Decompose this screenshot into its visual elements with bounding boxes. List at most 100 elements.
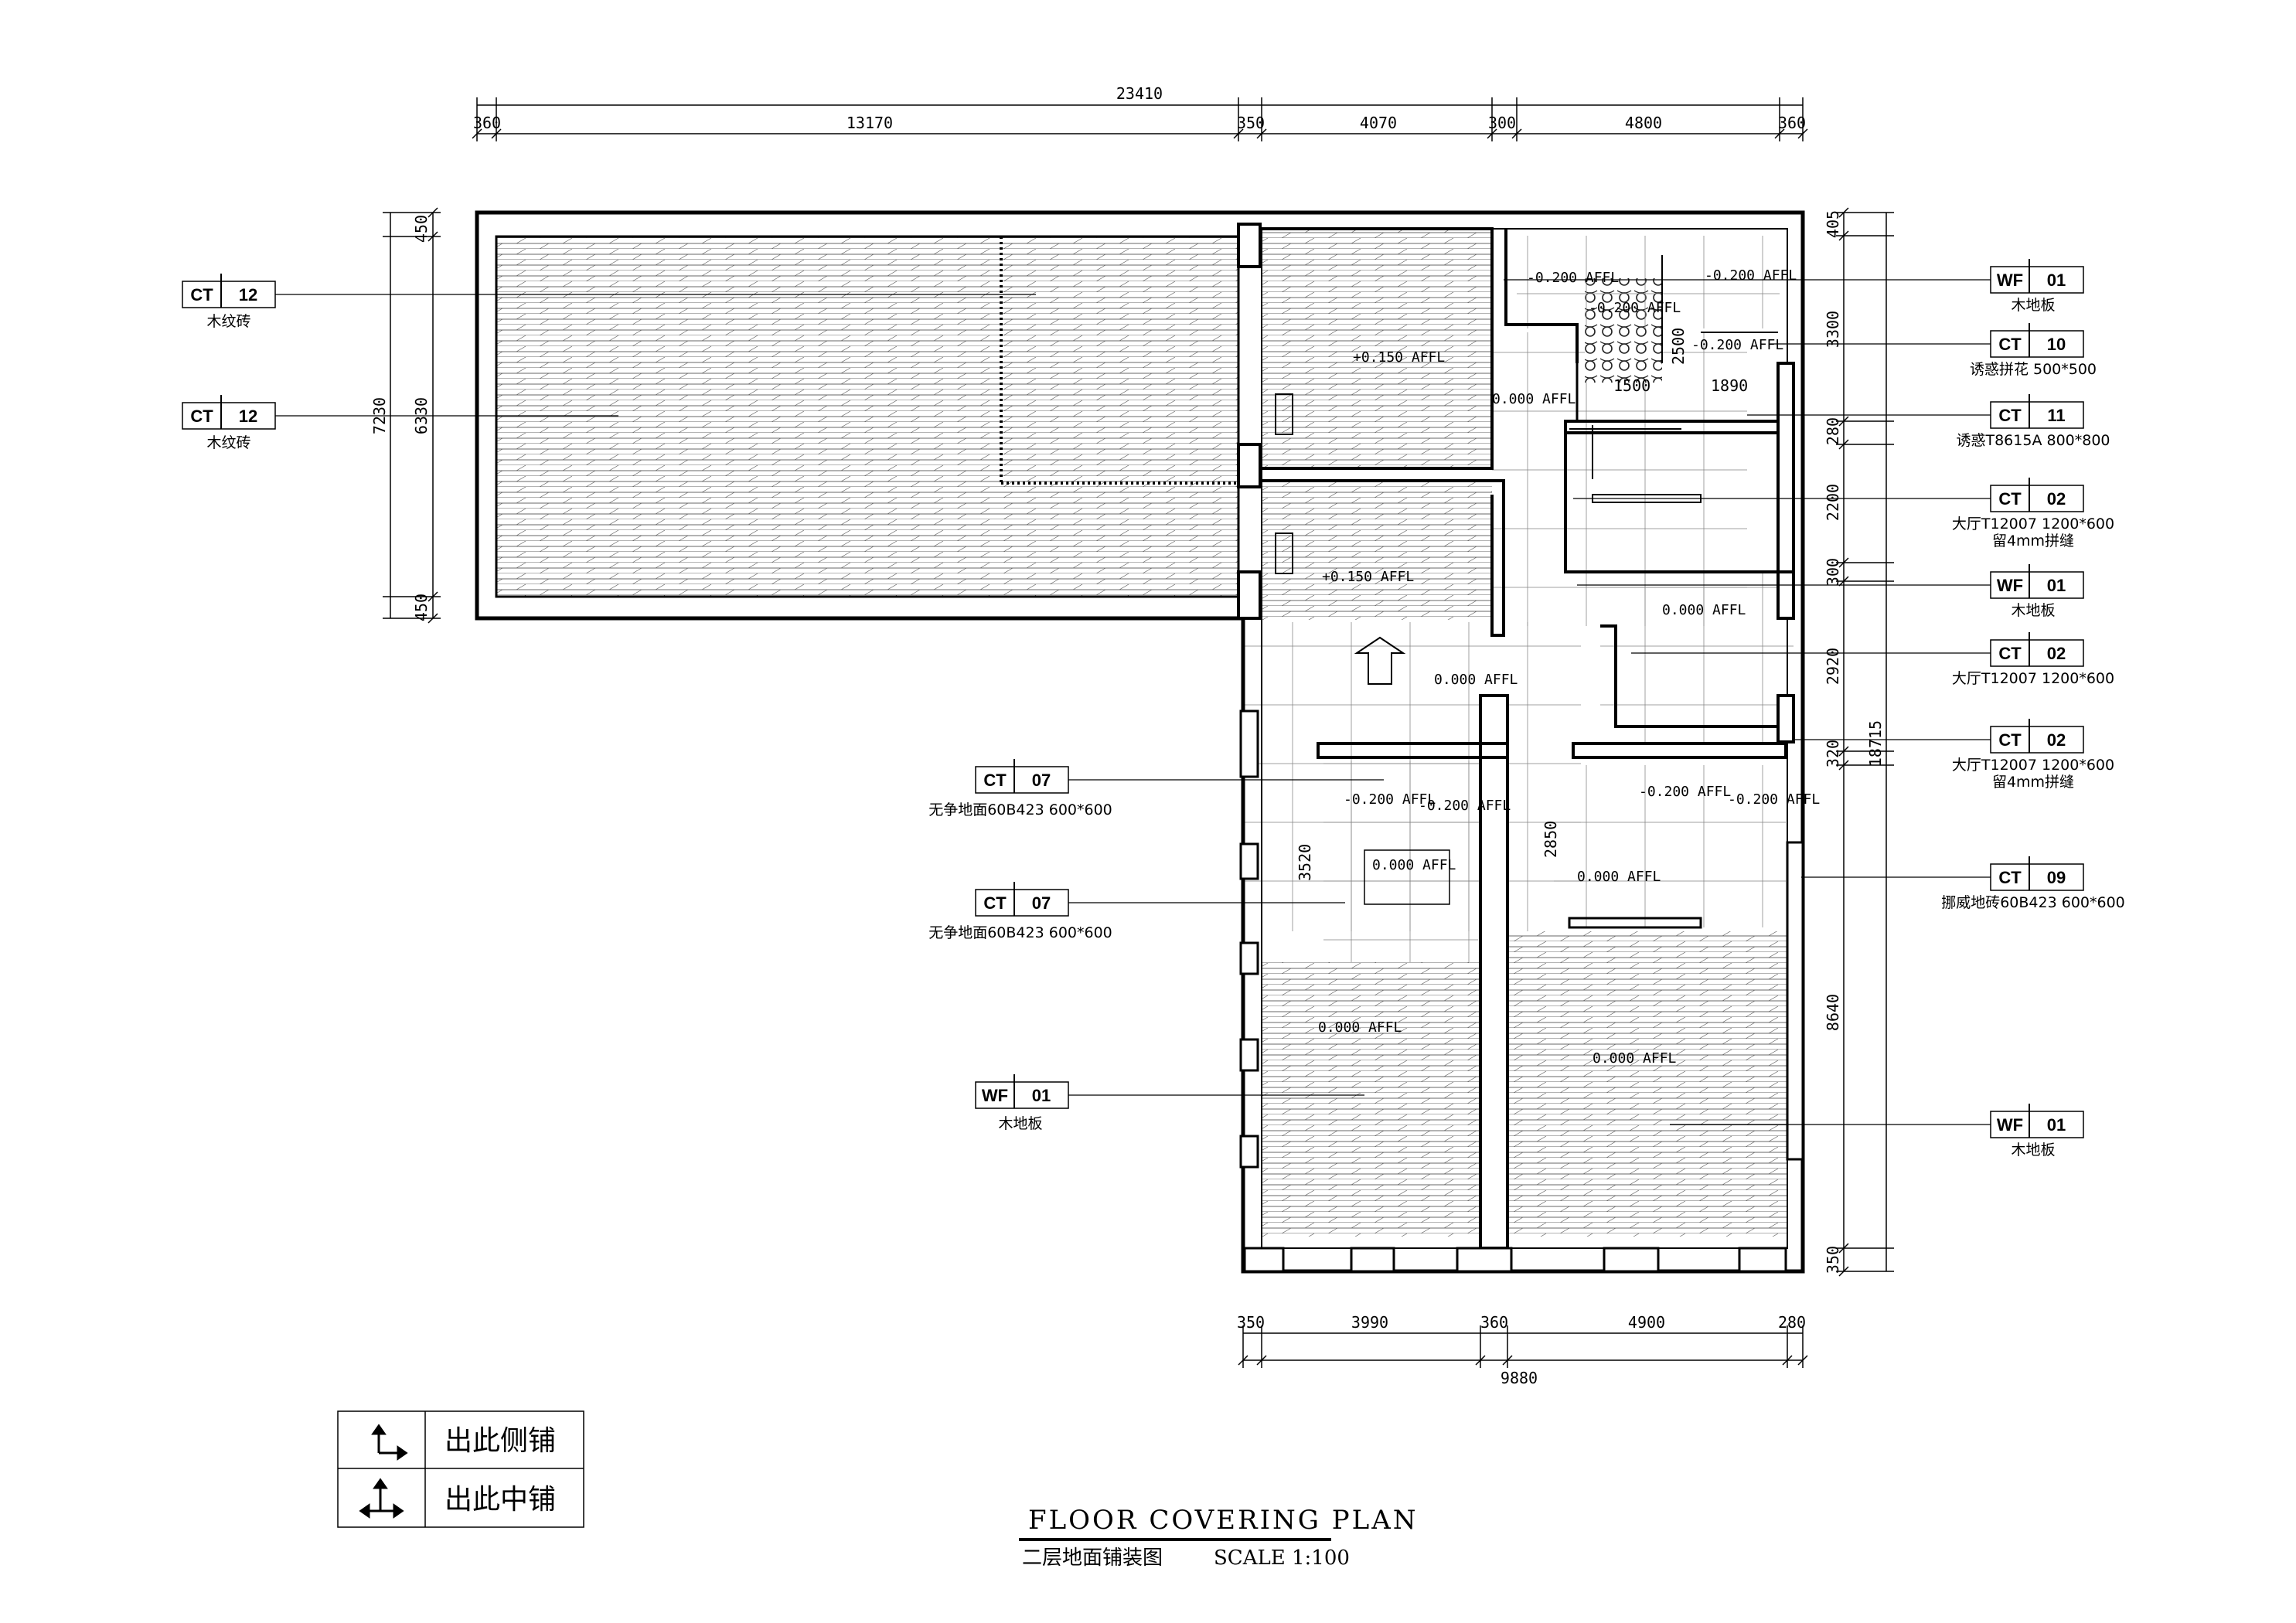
level-label: -0.200 AFFL (1639, 784, 1731, 800)
material-tag: WF 01 木地板 (1670, 1104, 2084, 1159)
title-sub: 二层地面铺装图 (1022, 1546, 1163, 1570)
material-tag: CT 07 无争地面60B423 600*600 (928, 759, 1384, 818)
tag-description: 诱惑T8615A 800*800 (1956, 432, 2110, 449)
level-label: -0.200 AFFL (1527, 270, 1619, 286)
tag-description: 木纹砖 (206, 434, 250, 451)
dim-top-seg-7: 360 (1778, 114, 1806, 132)
tag-number: 12 (239, 407, 257, 426)
dim-top-seg-2: 13170 (847, 114, 893, 132)
walls (475, 210, 1805, 1274)
level-label: -0.200 AFFL (1705, 267, 1797, 284)
dim-top-seg-4: 4070 (1360, 114, 1397, 132)
dim-bottom-seg-3: 360 (1480, 1313, 1508, 1332)
tag-number: 01 (2047, 270, 2066, 290)
inner-dim: 2500 (1669, 328, 1688, 365)
tag-code: CT (190, 285, 213, 305)
dim-top-seg-3: 350 (1237, 114, 1265, 132)
corner-start-icon (371, 1424, 408, 1461)
dim-bottom-seg-2: 3990 (1351, 1313, 1388, 1332)
title-main: FLOOR COVERING PLAN (1028, 1505, 1419, 1536)
level-label: -0.200 AFFL (1728, 791, 1820, 808)
tag-code: CT (1998, 335, 2022, 354)
tag-number: 02 (2047, 489, 2066, 509)
tag-description: 无争地面60B423 600*600 (928, 801, 1112, 818)
tag-number: 07 (1032, 893, 1051, 913)
tag-description: 大厅T12007 1200*600 (1952, 515, 2114, 532)
tag-description: 木地板 (998, 1115, 1042, 1132)
material-tag: CT 12 木纹砖 (182, 274, 1036, 330)
inner-dim: 1500 (1613, 376, 1650, 395)
tag-number: 07 (1032, 771, 1051, 790)
dim-bottom-seg-4: 4900 (1628, 1313, 1665, 1332)
dim-bottom-seg-1: 350 (1237, 1313, 1265, 1332)
tag-description: 木纹砖 (206, 313, 250, 330)
dim-left-seg-3: 450 (412, 594, 431, 621)
level-label: 0.000 AFFL (1593, 1050, 1677, 1067)
dim-top-overall: 23410 (1116, 84, 1163, 103)
dim-top-seg-6: 4800 (1625, 114, 1662, 132)
tag-code: CT (983, 771, 1007, 790)
level-label: 0.000 AFFL (1434, 672, 1518, 688)
dim-right-seg-7: 320 (1824, 740, 1842, 767)
material-tag: CT 02 大厅T12007 1200*600 (1631, 632, 2114, 687)
tag-code: CT (1998, 406, 2022, 425)
tag-description: 大厅T12007 1200*600 (1952, 757, 2114, 774)
inner-dim: 1890 (1711, 376, 1748, 395)
level-label: -0.200 AFFL (1589, 300, 1681, 316)
material-tag: CT 10 诱惑拼花 500*500 (1770, 323, 2097, 378)
dim-right-seg-9: 350 (1824, 1246, 1842, 1274)
tag-description: 大厅T12007 1200*600 (1952, 670, 2114, 687)
tag-description: 木地板 (2011, 1142, 2055, 1159)
tag-code: CT (983, 893, 1007, 913)
tags-left: CT 12 木纹砖 CT 12 木纹砖 CT 07 无争地面60B423 600… (182, 274, 1384, 1132)
tag-number: 01 (2047, 1115, 2066, 1135)
level-label: 0.000 AFFL (1372, 857, 1456, 873)
inner-dim: 3520 (1296, 844, 1314, 881)
dimension-right: 405 3300 280 2200 300 2920 320 8640 350 … (1824, 207, 1894, 1277)
level-label: +0.150 AFFL (1322, 569, 1414, 585)
tag-number: 02 (2047, 644, 2066, 663)
tag-description: 木地板 (2011, 602, 2055, 619)
dim-right-seg-3: 280 (1824, 417, 1842, 445)
tag-code: WF (982, 1086, 1008, 1105)
tag-number: 10 (2047, 335, 2066, 354)
tag-code: WF (1997, 270, 2023, 290)
level-label: 0.000 AFFL (1318, 1019, 1402, 1036)
legend: 出此侧铺 出此中铺 (337, 1410, 584, 1528)
tag-description: 无争地面60B423 600*600 (928, 924, 1112, 941)
level-label: -0.200 AFFL (1691, 337, 1783, 353)
tag-code: CT (1998, 644, 2022, 663)
dimension-top: 23410 360 13170 350 4070 300 4800 360 (472, 84, 1808, 141)
tag-code: WF (1997, 576, 2023, 595)
tag-code: CT (1998, 868, 2022, 887)
tag-number: 11 (2047, 406, 2065, 425)
dim-right-seg-2: 3300 (1824, 311, 1842, 348)
material-tag: CT 11 诱惑T8615A 800*800 (1747, 394, 2110, 449)
center-start-icon (359, 1478, 404, 1519)
dim-top-seg-1: 360 (473, 114, 501, 132)
dim-right-seg-6: 2920 (1824, 648, 1842, 685)
level-label: -0.200 AFFL (1344, 791, 1436, 808)
level-label: +0.150 AFFL (1353, 349, 1445, 366)
material-tag: WF 01 木地板 (975, 1074, 1364, 1132)
legend-label: 出此中铺 (445, 1484, 556, 1516)
dim-right-seg-5: 300 (1824, 558, 1842, 586)
tag-code: CT (190, 407, 213, 426)
material-tag: CT 07 无争地面60B423 600*600 (928, 882, 1345, 941)
level-label: 0.000 AFFL (1577, 869, 1661, 885)
dim-left-seg-1: 450 (412, 215, 431, 243)
tag-description: 木地板 (2011, 297, 2055, 314)
title-scale: SCALE 1:100 (1214, 1546, 1350, 1570)
tag-code: WF (1997, 1115, 2023, 1135)
tag-description: 挪威地砖60B423 600*600 (1941, 894, 2125, 911)
level-labels: -0.200 AFFL -0.200 AFFL -0.200 AFFL -0.2… (1318, 267, 1820, 1067)
tag-description: 诱惑拼花 500*500 (1970, 361, 2097, 378)
level-label: -0.200 AFFL (1419, 798, 1511, 814)
level-label: 0.000 AFFL (1492, 391, 1576, 407)
material-tag: CT 12 木纹砖 (182, 395, 618, 451)
